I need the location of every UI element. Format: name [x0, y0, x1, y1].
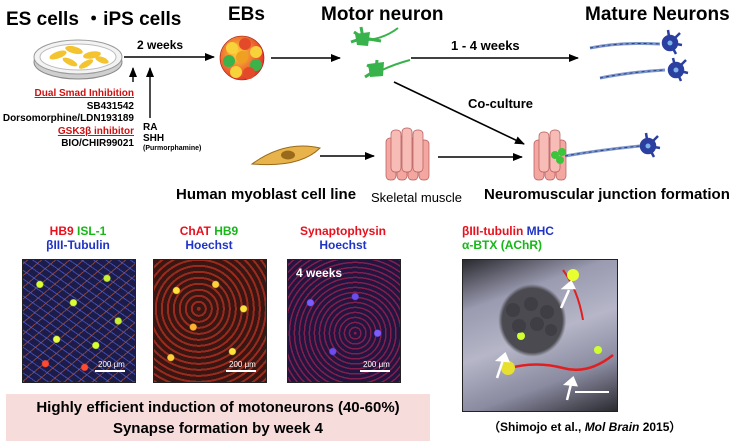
shh-label: SHH [143, 133, 165, 144]
panel-2-micrograph: 200 μm [153, 259, 267, 383]
petri-dish-icon [33, 39, 123, 80]
nmj-icon [533, 129, 661, 181]
purmorphamine-label: (Purmorphamine) [143, 145, 202, 152]
panel-3-stain-b: Hoechst [319, 238, 367, 252]
panel-1-stain-c: βIII-Tubulin [46, 238, 110, 252]
panel-2-stain-a: ChAT [179, 224, 211, 238]
bio-label: BIO/CHIR99021 [61, 138, 134, 149]
panel-3-weeks-label: 4 weeks [296, 266, 343, 280]
dorsomorphine-label: Dorsomorphine/LDN193189 [2, 113, 134, 124]
panel-2-stain-c: Hoechst [185, 238, 233, 252]
eb-label: EBs [228, 4, 265, 25]
panel-1-stain-b: ISL-1 [73, 224, 107, 238]
ra-label: RA [143, 122, 158, 133]
panel-1-scalebar [95, 370, 125, 372]
skeletal-muscle-label: Skeletal muscle [371, 190, 463, 205]
summary-line-1: Highly efficient induction of motoneuron… [36, 399, 400, 416]
source-cells-label: ES cells ・iPS cells [6, 9, 182, 30]
panel-3-scale-label: 200 μm [363, 360, 390, 369]
myoblast-label: Human myoblast cell line [176, 186, 357, 203]
myoblast-cell-icon [250, 145, 321, 166]
panel-4-micrograph [462, 259, 618, 412]
coculture-label: Co-culture [468, 96, 533, 111]
panel-2-scalebar [226, 370, 256, 372]
panel-3-micrograph: 4 weeks 200 μm [287, 259, 401, 383]
motor-neuron-label: Motor neuron [321, 4, 444, 25]
weeks-2-label: 2 weeks [137, 38, 184, 52]
motor-neuron-icon [350, 26, 411, 79]
mature-neuron-icon [589, 29, 689, 82]
weeks-1-4-label: 1 - 4 weeks [451, 38, 520, 53]
panel-4-title: βIII-tubulin MHC α-BTX (AChR) [462, 224, 582, 252]
panel-4-stain-c: α-BTX (AChR) [462, 238, 543, 252]
panel-4-stain-b: MHC [523, 224, 554, 238]
embryoid-body-icon [219, 35, 265, 81]
citation: （Shimojo et al., Mol Brain 2015） [488, 418, 681, 435]
panel-4-overlay [494, 269, 614, 401]
panel-2-scale-label: 200 μm [229, 360, 256, 369]
panel-2-title: ChAT HB9 Hoechst [153, 224, 265, 252]
summary-line-2: Synapse formation by week 4 [112, 420, 324, 437]
mature-neurons-label: Mature Neurons [585, 4, 730, 25]
skeletal-muscle-icon [385, 127, 430, 181]
panel-1-scale-label: 200 μm [98, 360, 125, 369]
panel-1-title: HB9 ISL-1 βIII-Tubulin [22, 224, 134, 252]
sb-label: SB431542 [86, 100, 134, 112]
panel-3-stain-a: Synaptophysin [299, 224, 386, 238]
nmj-label: Neuromuscular junction formation [484, 186, 730, 203]
panel-1-micrograph: 200 μm [22, 259, 136, 383]
panel-3-scalebar [360, 370, 390, 372]
panel-4-stain-a: βIII-tubulin [462, 224, 524, 238]
citation-journal: Mol Brain [584, 420, 640, 434]
citation-prefix: （Shimojo et al., [488, 420, 585, 434]
diagram-graphics [33, 26, 689, 181]
gsk-label: GSK3β inhibitor [57, 125, 134, 137]
dual-smad-label: Dual Smad Inhibition [34, 88, 134, 99]
summary-box: Highly efficient induction of motoneuron… [6, 394, 430, 441]
panel-2-stain-b: HB9 [210, 224, 239, 238]
panel-3-title: Synaptophysin Hoechst [287, 224, 399, 252]
panel-1-stain-a: HB9 [49, 224, 74, 238]
citation-suffix: 2015） [639, 420, 682, 434]
inhibitor-block: Dual Smad Inhibition SB431542 Dorsomorph… [3, 88, 134, 151]
